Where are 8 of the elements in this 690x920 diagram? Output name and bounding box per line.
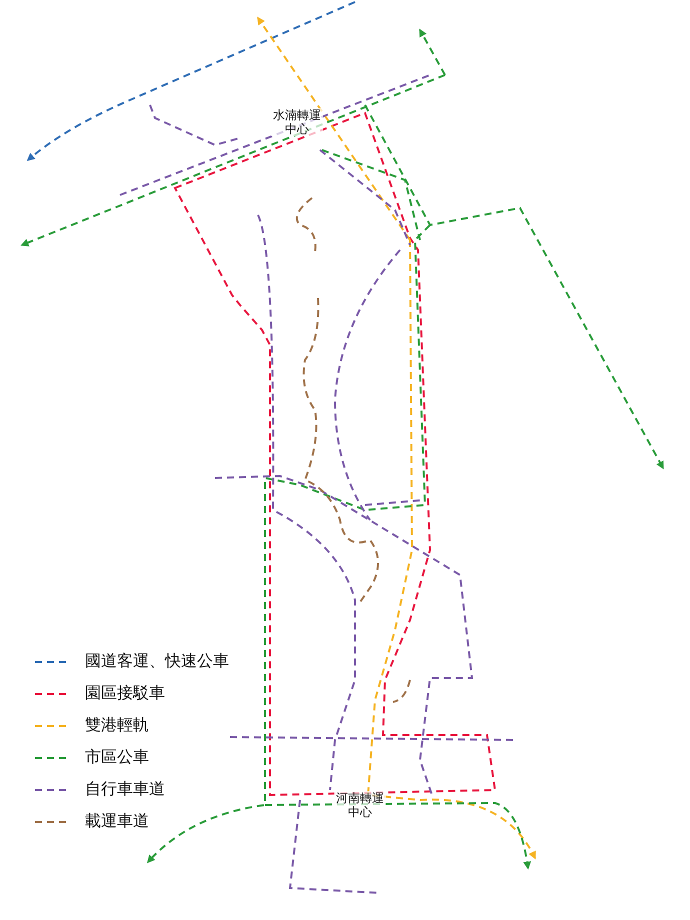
station-label: 水湳轉運中心 <box>271 108 323 136</box>
legend-label: 園區接駁車 <box>85 683 165 704</box>
legend-label: 載運車道 <box>85 811 149 832</box>
legend-label: 市區公車 <box>85 747 149 768</box>
legend-label: 雙港輕軌 <box>85 715 149 736</box>
station-label: 河南轉運中心 <box>334 791 386 819</box>
legend-label: 自行車車道 <box>85 779 165 800</box>
legend-label: 國道客運、快速公車 <box>85 651 229 672</box>
